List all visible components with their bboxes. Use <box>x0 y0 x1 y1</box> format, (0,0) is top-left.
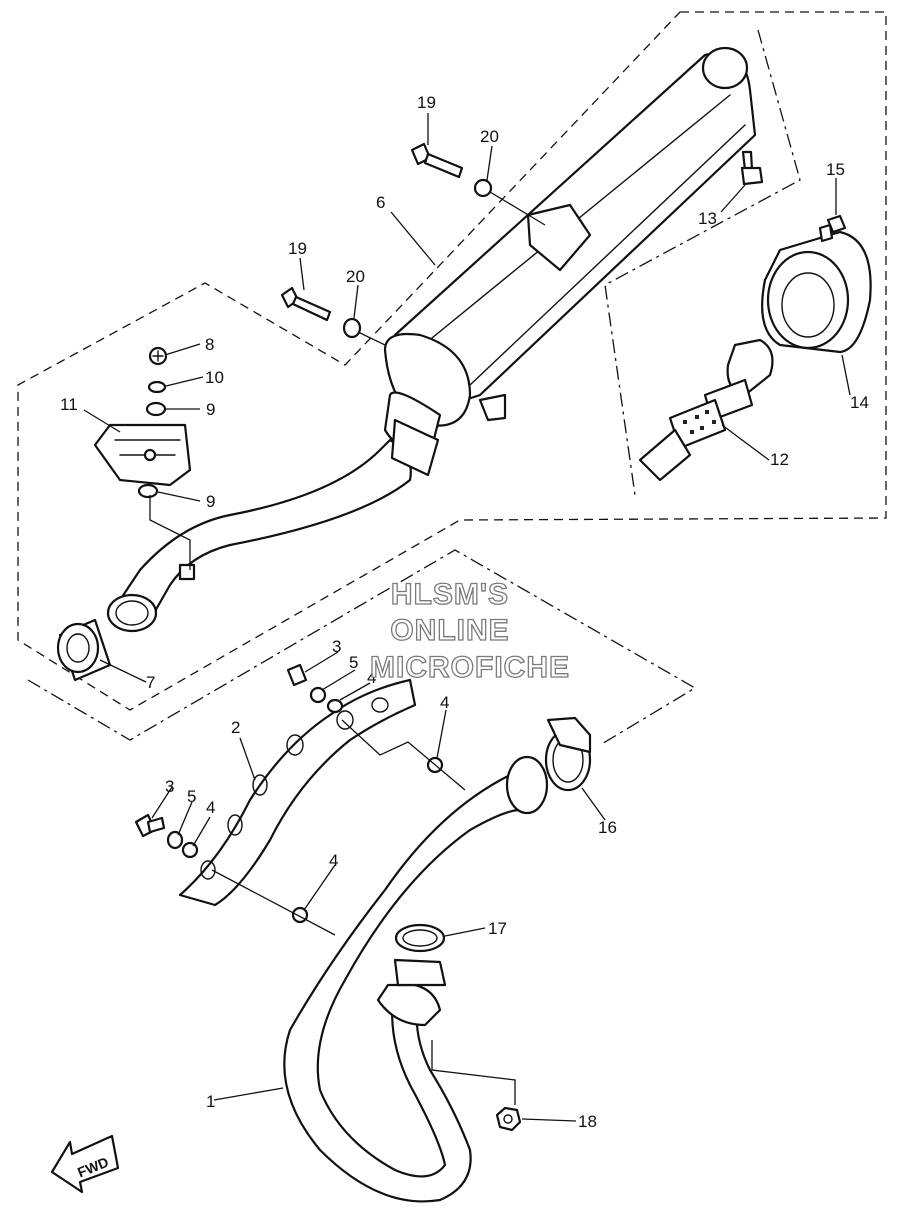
callout-4-upper: 4 <box>367 668 376 687</box>
washer-5-lower <box>166 830 184 850</box>
callout-18: 18 <box>578 1112 597 1131</box>
callout-15: 15 <box>826 160 845 179</box>
muffler-inlet-pipe <box>106 418 440 633</box>
callout-9-lower: 9 <box>206 492 215 511</box>
bolt-19-lower <box>280 286 332 322</box>
callout-16: 16 <box>598 818 617 837</box>
callout-5-lower: 5 <box>187 787 196 806</box>
bolt-13 <box>740 150 764 186</box>
callout-19-lower: 19 <box>288 239 307 258</box>
leader-lines <box>83 113 851 1122</box>
exhaust-pipe-1 <box>283 755 549 1203</box>
callout-11: 11 <box>60 395 78 414</box>
callout-4-bottom: 4 <box>329 851 338 870</box>
protector-11 <box>93 423 192 487</box>
washer-4-lower <box>181 841 199 859</box>
washer-9-lower <box>137 483 159 499</box>
nut-18 <box>495 1106 522 1132</box>
callout-9-upper: 9 <box>206 400 215 419</box>
muffler-group-boundary <box>17 11 887 711</box>
bolt-8 <box>148 346 168 366</box>
exhaust-pipe-group-boundary <box>27 549 697 746</box>
washer-4-bottom <box>291 906 309 924</box>
callout-6: 6 <box>376 193 385 212</box>
callout-2: 2 <box>231 718 240 737</box>
washer-10 <box>147 380 167 394</box>
gasket-7 <box>56 618 112 682</box>
callout-labels: 1 2 3 3 4 4 4 4 5 5 6 7 8 9 9 10 11 12 1… <box>60 93 869 1131</box>
callout-5-upper: 5 <box>349 653 358 672</box>
forward-direction-arrow: FWD <box>50 1134 120 1194</box>
spark-arrester-12 <box>638 338 774 482</box>
screw-15 <box>818 214 847 243</box>
callout-13: 13 <box>698 209 717 228</box>
callout-3-lower: 3 <box>165 777 174 796</box>
washer-9-upper <box>145 401 167 417</box>
callout-7: 7 <box>146 673 155 692</box>
callout-4-lower: 4 <box>206 798 215 817</box>
callout-10: 10 <box>205 368 224 387</box>
protector-2 <box>178 678 417 907</box>
muffler-body <box>383 46 757 457</box>
bolt-3-upper <box>286 663 308 687</box>
bolt-3-lower <box>134 813 166 838</box>
washer-4-upper <box>326 698 344 714</box>
callout-1: 1 <box>206 1092 215 1111</box>
washer-20-upper <box>473 178 493 198</box>
gasket-17 <box>394 923 446 953</box>
callout-12: 12 <box>770 450 789 469</box>
washer-5-upper <box>309 686 327 704</box>
watermark: HLSM'S ONLINE MICROFICHE <box>369 577 570 684</box>
callout-14: 14 <box>850 393 869 412</box>
callout-20-upper: 20 <box>480 127 499 146</box>
callout-19-upper: 19 <box>417 93 436 112</box>
watermark-line-3: MICROFICHE <box>370 651 570 684</box>
watermark-line-2: ONLINE <box>390 614 509 647</box>
callout-4-mid: 4 <box>440 693 449 712</box>
bolt-19-upper <box>410 142 464 179</box>
watermark-line-1: HLSM'S <box>391 578 509 611</box>
washer-20-lower <box>342 317 362 339</box>
clamp-16 <box>544 716 592 792</box>
callout-17: 17 <box>488 919 507 938</box>
callout-20-lower: 20 <box>346 267 365 286</box>
callout-8: 8 <box>205 335 214 354</box>
end-cap-14 <box>761 230 872 354</box>
callout-3-upper: 3 <box>332 637 341 656</box>
